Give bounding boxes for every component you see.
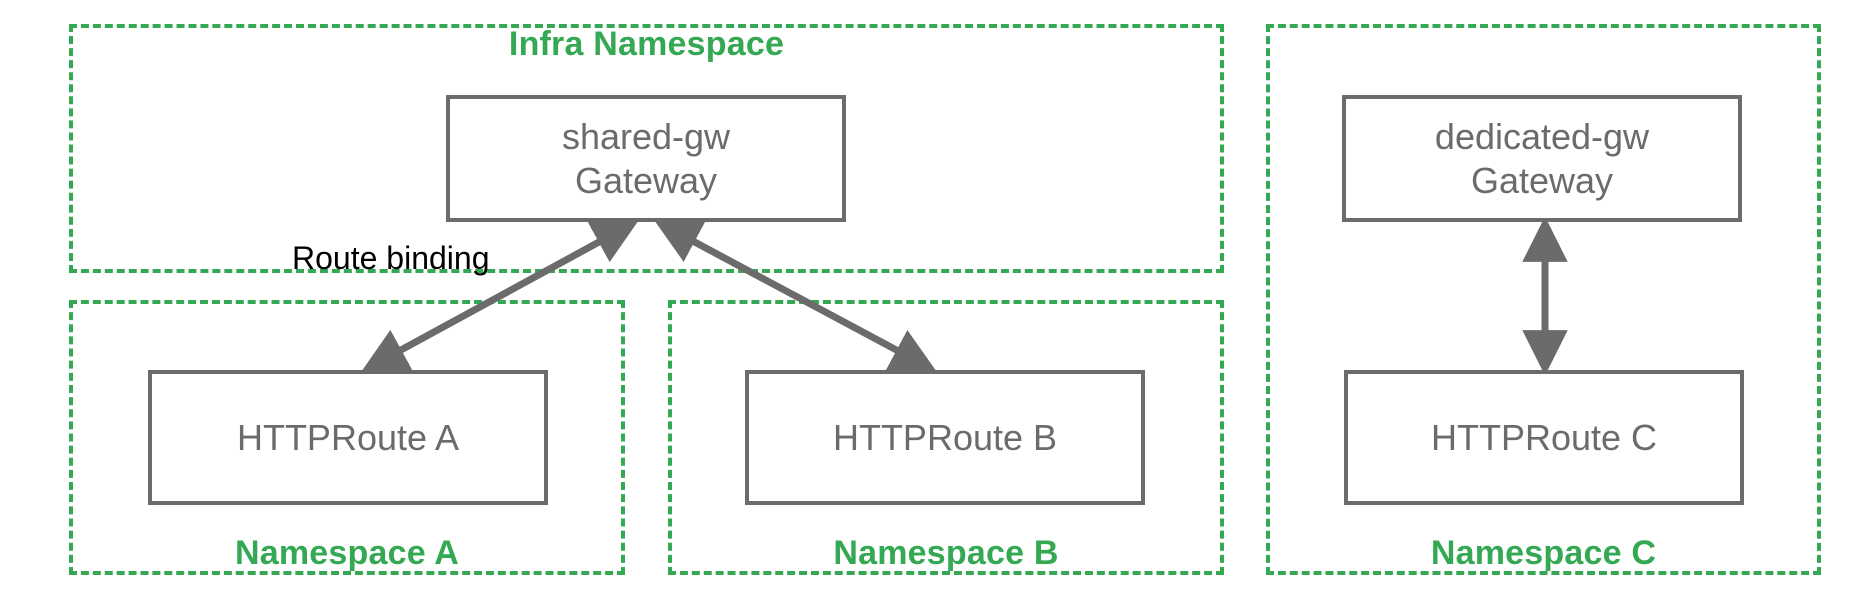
node-httproute-b-label: HTTPRoute B: [832, 416, 1058, 458]
namespace-box-b: [668, 300, 1224, 575]
node-httproute-c[interactable]: HTTPRoute C: [1344, 370, 1744, 505]
node-dedicated-gw-line1: dedicated-gw: [1434, 115, 1650, 157]
namespace-box-a: [69, 300, 625, 575]
node-shared-gw-line2: Gateway: [574, 159, 718, 201]
namespace-label-c: Namespace C: [1430, 534, 1657, 572]
node-httproute-c-label: HTTPRoute C: [1430, 416, 1658, 458]
node-httproute-a-label: HTTPRoute A: [236, 416, 460, 458]
node-shared-gw-line1: shared-gw: [561, 115, 731, 157]
namespace-box-infra: [69, 24, 1224, 273]
namespace-label-a: Namespace A: [235, 534, 459, 572]
node-shared-gw-gateway[interactable]: shared-gw Gateway: [446, 95, 846, 222]
node-dedicated-gw-gateway[interactable]: dedicated-gw Gateway: [1342, 95, 1742, 222]
node-httproute-a[interactable]: HTTPRoute A: [148, 370, 548, 505]
node-httproute-b[interactable]: HTTPRoute B: [745, 370, 1145, 505]
namespace-label-b: Namespace B: [833, 534, 1059, 572]
namespace-box-c: [1266, 24, 1821, 575]
namespace-label-infra: Infra Namespace: [508, 25, 785, 63]
edge-label-route-binding: Route binding: [292, 240, 490, 276]
node-dedicated-gw-line2: Gateway: [1470, 159, 1614, 201]
